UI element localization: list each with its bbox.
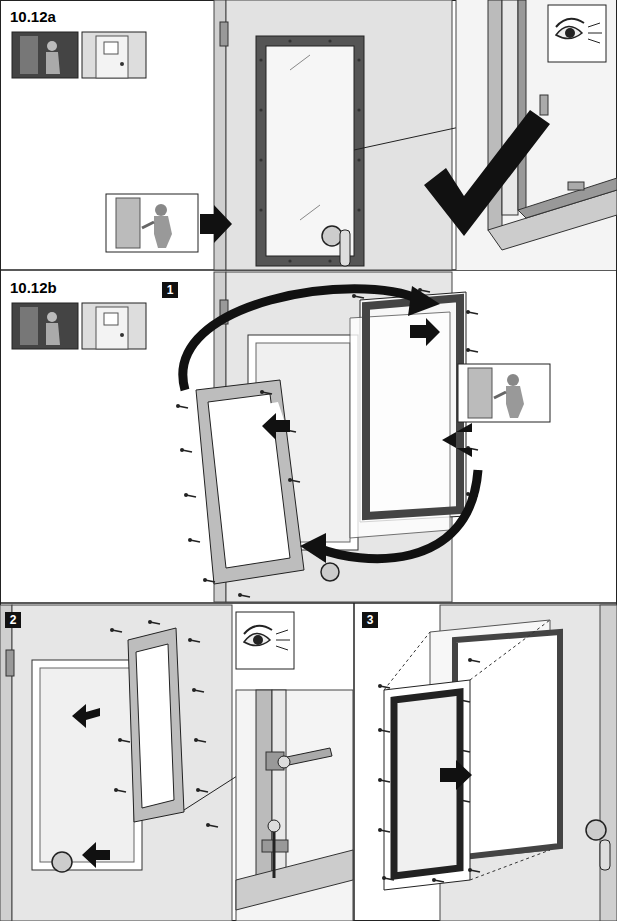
figure-number: 10.12a xyxy=(8,8,58,25)
step-number: 3 xyxy=(362,612,378,628)
step-number: 1 xyxy=(162,282,178,298)
step-number: 2 xyxy=(5,612,21,628)
figure-number: 10.12b xyxy=(8,279,59,296)
